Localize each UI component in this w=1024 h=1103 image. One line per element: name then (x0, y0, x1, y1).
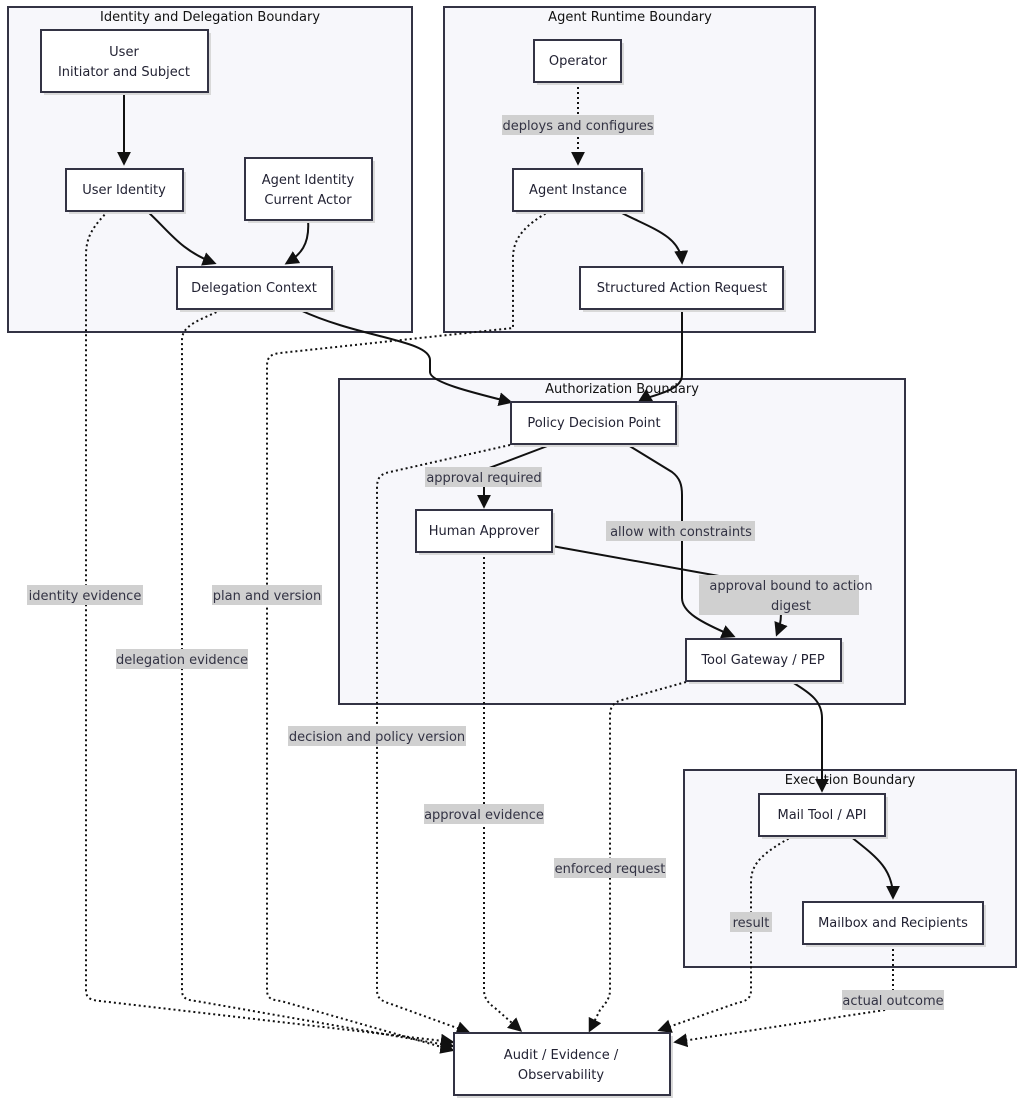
label-identity-evidence: identity evidence (27, 585, 143, 605)
edge-agent-identity-to-delegation (284, 219, 310, 265)
cluster-authorization-title: Authorization Boundary (545, 382, 699, 397)
svg-text:approval required: approval required (426, 471, 541, 486)
node-human-approver: Human Approver (415, 509, 555, 555)
node-tool-gateway: Tool Gateway / PEP (685, 638, 844, 684)
svg-text:plan and version: plan and version (213, 589, 321, 604)
svg-text:allow with constraints: allow with constraints (610, 525, 752, 540)
svg-text:Human Approver: Human Approver (429, 524, 540, 539)
edge-labels: deploys and configures approval required… (27, 115, 944, 1010)
svg-text:decision and policy version: decision and policy version (289, 730, 465, 745)
label-deploys-and-configures: deploys and configures (502, 115, 654, 135)
edge-enforced-request (588, 681, 687, 1033)
svg-text:User Identity: User Identity (82, 183, 166, 198)
nodes: User Initiator and Subject User Identity… (40, 29, 986, 1098)
svg-text:deploys and configures: deploys and configures (502, 119, 653, 134)
svg-text:Policy Decision Point: Policy Decision Point (527, 416, 660, 431)
label-plan-and-version: plan and version (212, 585, 322, 605)
edge-identity-to-delegation (146, 210, 217, 266)
node-audit-evidence: Audit / Evidence / Observability (453, 1032, 673, 1098)
edge-gateway-to-mailtool (791, 681, 829, 793)
label-delegation-evidence: delegation evidence (116, 649, 248, 669)
svg-text:Operator: Operator (549, 54, 608, 69)
node-user: User Initiator and Subject (40, 29, 211, 95)
edge-plan-version (266, 210, 551, 1054)
edge-delegation-evidence (181, 309, 455, 1051)
svg-text:Delegation Context: Delegation Context (191, 281, 317, 296)
svg-text:identity evidence: identity evidence (29, 589, 142, 604)
svg-text:Initiator and Subject: Initiator and Subject (58, 65, 190, 80)
edge-delegation-to-pdp (299, 309, 513, 407)
node-operator: Operator (533, 39, 624, 85)
svg-text:delegation evidence: delegation evidence (116, 653, 248, 668)
node-mailbox-recipients: Mailbox and Recipients (802, 901, 986, 947)
svg-text:approval evidence: approval evidence (424, 808, 544, 823)
cluster-runtime-title: Agent Runtime Boundary (548, 10, 712, 25)
node-structured-action-request: Structured Action Request (579, 266, 786, 312)
evidence-edges (85, 210, 894, 1054)
label-enforced-request: enforced request (554, 858, 666, 878)
edge-pdp-to-gateway (627, 444, 736, 639)
svg-text:Tool Gateway / PEP: Tool Gateway / PEP (700, 653, 825, 668)
edge-request-to-pdp (637, 310, 683, 403)
edge-mailtool-to-mailbox (849, 835, 900, 900)
cluster-execution-title: Execution Boundary (785, 773, 916, 788)
node-user-identity: User Identity (65, 168, 186, 214)
node-agent-identity: Agent Identity Current Actor (244, 157, 375, 223)
svg-text:Mail Tool / API: Mail Tool / API (777, 808, 866, 823)
svg-text:digest: digest (771, 599, 811, 614)
svg-text:User: User (109, 45, 139, 60)
edge-identity-evidence (85, 210, 455, 1048)
label-result: result (730, 912, 772, 932)
cluster-identity-title: Identity and Delegation Boundary (100, 10, 320, 25)
node-policy-decision-point: Policy Decision Point (510, 401, 679, 447)
svg-text:enforced request: enforced request (555, 862, 666, 877)
edge-agent-to-request (617, 210, 689, 265)
edge-result (657, 835, 794, 1033)
svg-text:Current Actor: Current Actor (264, 193, 352, 208)
label-actual-outcome: actual outcome (842, 990, 944, 1010)
svg-text:approval bound to action: approval bound to action (709, 579, 872, 594)
label-approval-required: approval required (425, 467, 542, 487)
node-delegation-context: Delegation Context (176, 266, 335, 312)
label-allow-with-constraints: allow with constraints (606, 521, 755, 541)
label-decision-and-policy-version: decision and policy version (288, 726, 466, 746)
svg-text:result: result (733, 916, 770, 931)
node-agent-instance: Agent Instance (512, 168, 645, 214)
svg-text:Mailbox and Recipients: Mailbox and Recipients (818, 916, 968, 931)
svg-text:Agent Instance: Agent Instance (529, 183, 627, 198)
svg-text:Structured Action Request: Structured Action Request (597, 281, 768, 296)
svg-text:actual outcome: actual outcome (842, 994, 943, 1009)
svg-text:Observability: Observability (518, 1068, 604, 1083)
label-approval-bound-to-action-digest: approval bound to action digest (699, 575, 873, 615)
svg-text:Audit / Evidence /: Audit / Evidence / (504, 1048, 619, 1063)
label-approval-evidence: approval evidence (424, 804, 544, 824)
node-mail-tool: Mail Tool / API (758, 793, 888, 839)
svg-text:Agent Identity: Agent Identity (262, 173, 355, 188)
